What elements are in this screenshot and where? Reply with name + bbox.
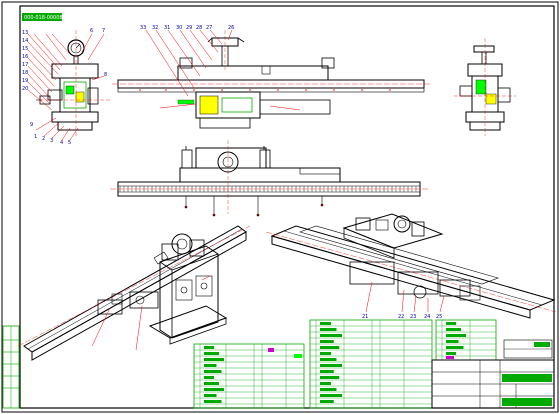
balloon-6: 6 <box>90 28 93 34</box>
left-view-leaders <box>27 33 105 141</box>
balloon-1: 1 <box>34 134 37 140</box>
handwheel-top <box>207 30 245 72</box>
balloon-9: 9 <box>30 122 33 128</box>
balloon-21: 21 <box>362 314 368 320</box>
balloon-25: 25 <box>436 314 442 320</box>
plan-view <box>110 140 428 217</box>
balloon-14: 14 <box>22 38 28 44</box>
plan-view-bolts <box>184 196 324 217</box>
title-block <box>431 339 555 409</box>
balloon-26: 26 <box>228 25 234 31</box>
balloon-7: 7 <box>102 28 105 34</box>
parts-list-upper <box>435 319 497 361</box>
balloon-18: 18 <box>22 70 28 76</box>
balloon-24: 24 <box>424 314 430 320</box>
balloon-32: 32 <box>152 25 158 31</box>
left-margin-strip <box>2 325 20 409</box>
balloon-30: 30 <box>176 25 182 31</box>
balloon-22: 22 <box>398 314 404 320</box>
parts-list-left <box>193 343 305 409</box>
iso-right-balloons: 21 22 23 24 25 <box>362 314 442 320</box>
balloon-27: 27 <box>206 25 212 31</box>
iso-right-leaders <box>365 281 445 313</box>
balloon-16: 16 <box>22 54 28 60</box>
balloon-33: 33 <box>140 25 146 31</box>
balloon-29: 29 <box>186 25 192 31</box>
front-view-balloons: 33 32 31 30 29 28 27 26 <box>140 25 234 31</box>
iso-left-leaders <box>91 275 211 351</box>
bom-markers <box>268 348 454 359</box>
drawing-code-label: 000-018-000082 <box>22 13 66 21</box>
left-side-view: 13 14 15 16 17 18 19 20 1 2 3 4 5 6 7 8 … <box>22 28 110 146</box>
balloon-23: 23 <box>410 314 416 320</box>
balloon-5: 5 <box>68 140 71 146</box>
balloon-8: 8 <box>104 72 107 78</box>
balloon-13: 13 <box>22 30 28 36</box>
balloon-31: 31 <box>164 25 170 31</box>
isometric-view-left <box>17 225 251 361</box>
right-side-view <box>454 38 516 136</box>
balloon-4: 4 <box>60 140 63 146</box>
rail-mount-marks <box>139 89 391 91</box>
balloon-28: 28 <box>196 25 202 31</box>
balloon-15: 15 <box>22 46 28 52</box>
balloon-17: 17 <box>22 62 28 68</box>
drawing-code-text: 000-018-000082 <box>24 15 66 21</box>
iso-gauge-right <box>393 215 411 233</box>
left-view-balloons: 13 14 15 16 17 18 19 20 1 2 3 4 5 6 7 8 … <box>22 28 107 146</box>
front-view: 33 32 31 30 29 28 27 26 <box>112 25 432 129</box>
balloon-3: 3 <box>50 138 53 144</box>
balloon-2: 2 <box>42 136 45 142</box>
front-view-leaders <box>145 29 301 111</box>
balloon-19: 19 <box>22 78 28 84</box>
isometric-view-right: 21 22 23 24 25 <box>265 213 557 320</box>
parts-list-right <box>309 319 433 409</box>
balloon-20: 20 <box>22 86 28 92</box>
